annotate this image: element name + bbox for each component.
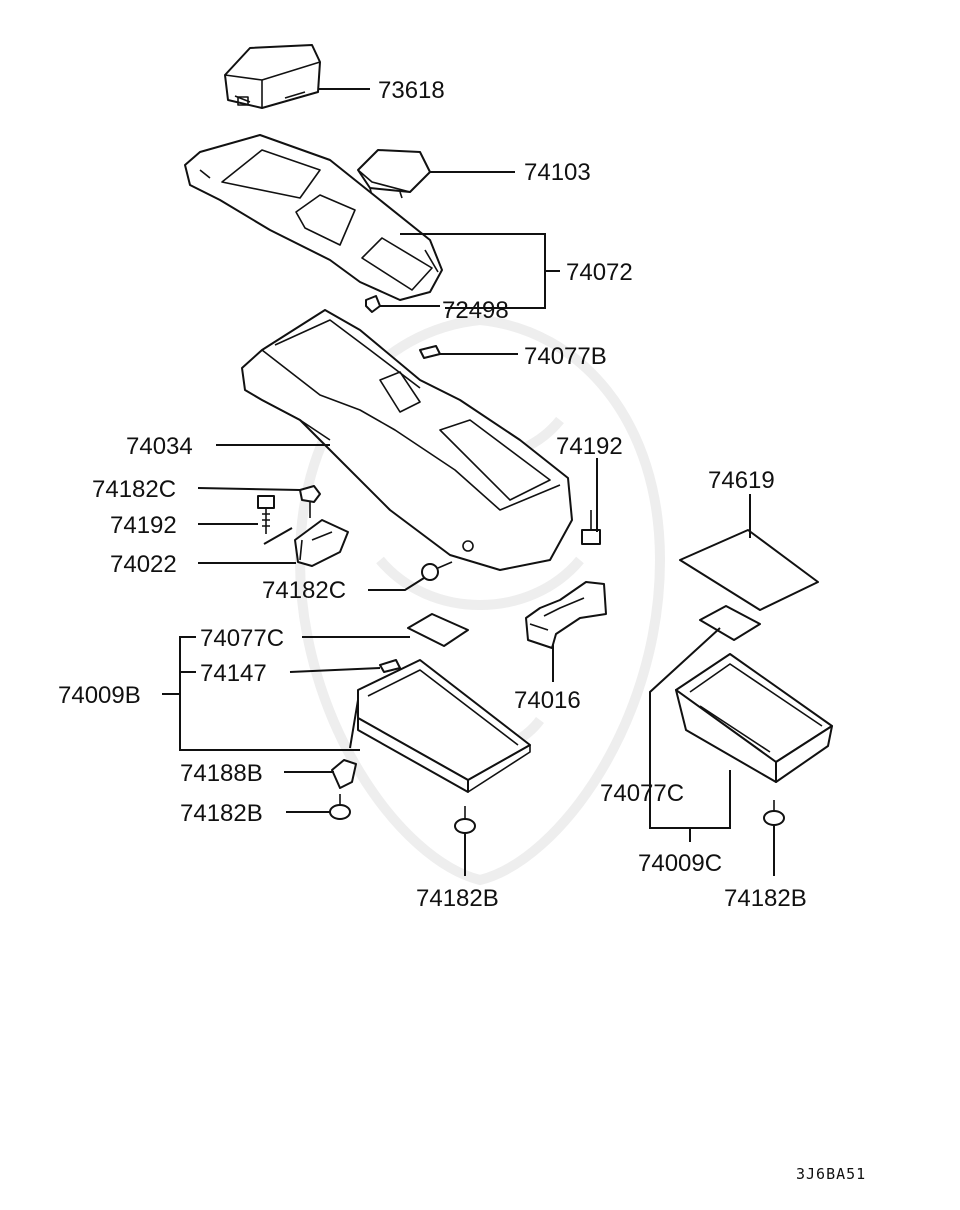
callout-74077C-right: 74077C <box>600 780 684 807</box>
callout-74077B: 74077B <box>524 343 607 370</box>
leader-74182C-mid <box>368 577 425 591</box>
callout-74016: 74016 <box>514 687 581 714</box>
callout-74192-left: 74192 <box>110 512 177 539</box>
leader-74009B-bracket <box>162 636 360 751</box>
part-74182B-right-fastener <box>763 800 785 826</box>
part-74009C-box <box>675 653 833 783</box>
callout-74619: 74619 <box>708 467 775 494</box>
callout-74077C-left: 74077C <box>200 625 284 652</box>
drawing-code: 3J6BA51 <box>796 1165 866 1183</box>
part-74147-pad <box>379 659 401 673</box>
callout-74147: 74147 <box>200 660 267 687</box>
part-74182C-top-fastener <box>299 485 321 518</box>
part-74009B-box <box>357 659 531 793</box>
callout-74072: 74072 <box>566 259 633 286</box>
callout-74192-right: 74192 <box>556 433 623 460</box>
part-74022-bracket <box>263 519 349 567</box>
leader-74147 <box>289 667 381 673</box>
part-74077C-right-cap <box>699 605 761 641</box>
part-72498-clip <box>365 295 381 313</box>
part-74077B-plug <box>419 345 441 359</box>
part-74016-bracket <box>525 581 607 649</box>
part-74077C-left-cap <box>407 613 469 647</box>
part-74619-mat <box>679 529 819 611</box>
part-74188B-clip <box>331 759 357 789</box>
callout-74182B-left: 74182B <box>180 800 263 827</box>
callout-74182C-top: 74182C <box>92 476 176 503</box>
part-74182B-center-fastener <box>454 806 476 834</box>
part-74182C-mid-fastener <box>421 561 453 581</box>
leader-74188B-up <box>349 699 359 749</box>
callout-74182B-center: 74182B <box>416 885 499 912</box>
part-73618-cover <box>224 44 321 109</box>
callout-74034: 74034 <box>126 433 193 460</box>
callout-72498: 72498 <box>442 297 509 324</box>
callout-74188B: 74188B <box>180 760 263 787</box>
part-74192-left-screw <box>257 495 275 534</box>
callout-74009C: 74009C <box>638 850 722 877</box>
part-74192-right-screw <box>581 510 601 545</box>
part-74182B-left-fastener <box>329 794 351 820</box>
callout-74103: 74103 <box>524 159 591 186</box>
callout-74182B-right: 74182B <box>724 885 807 912</box>
part-74034-console <box>241 309 573 571</box>
callout-74009B: 74009B <box>58 682 141 709</box>
callout-74182C-mid: 74182C <box>262 577 346 604</box>
leader-74182C-top <box>197 487 301 491</box>
leader-74009C-bracket <box>649 627 731 842</box>
leader-74072-bracket <box>400 233 560 309</box>
part-74072-panel <box>184 134 443 301</box>
callout-74022: 74022 <box>110 551 177 578</box>
callout-73618: 73618 <box>378 77 445 104</box>
